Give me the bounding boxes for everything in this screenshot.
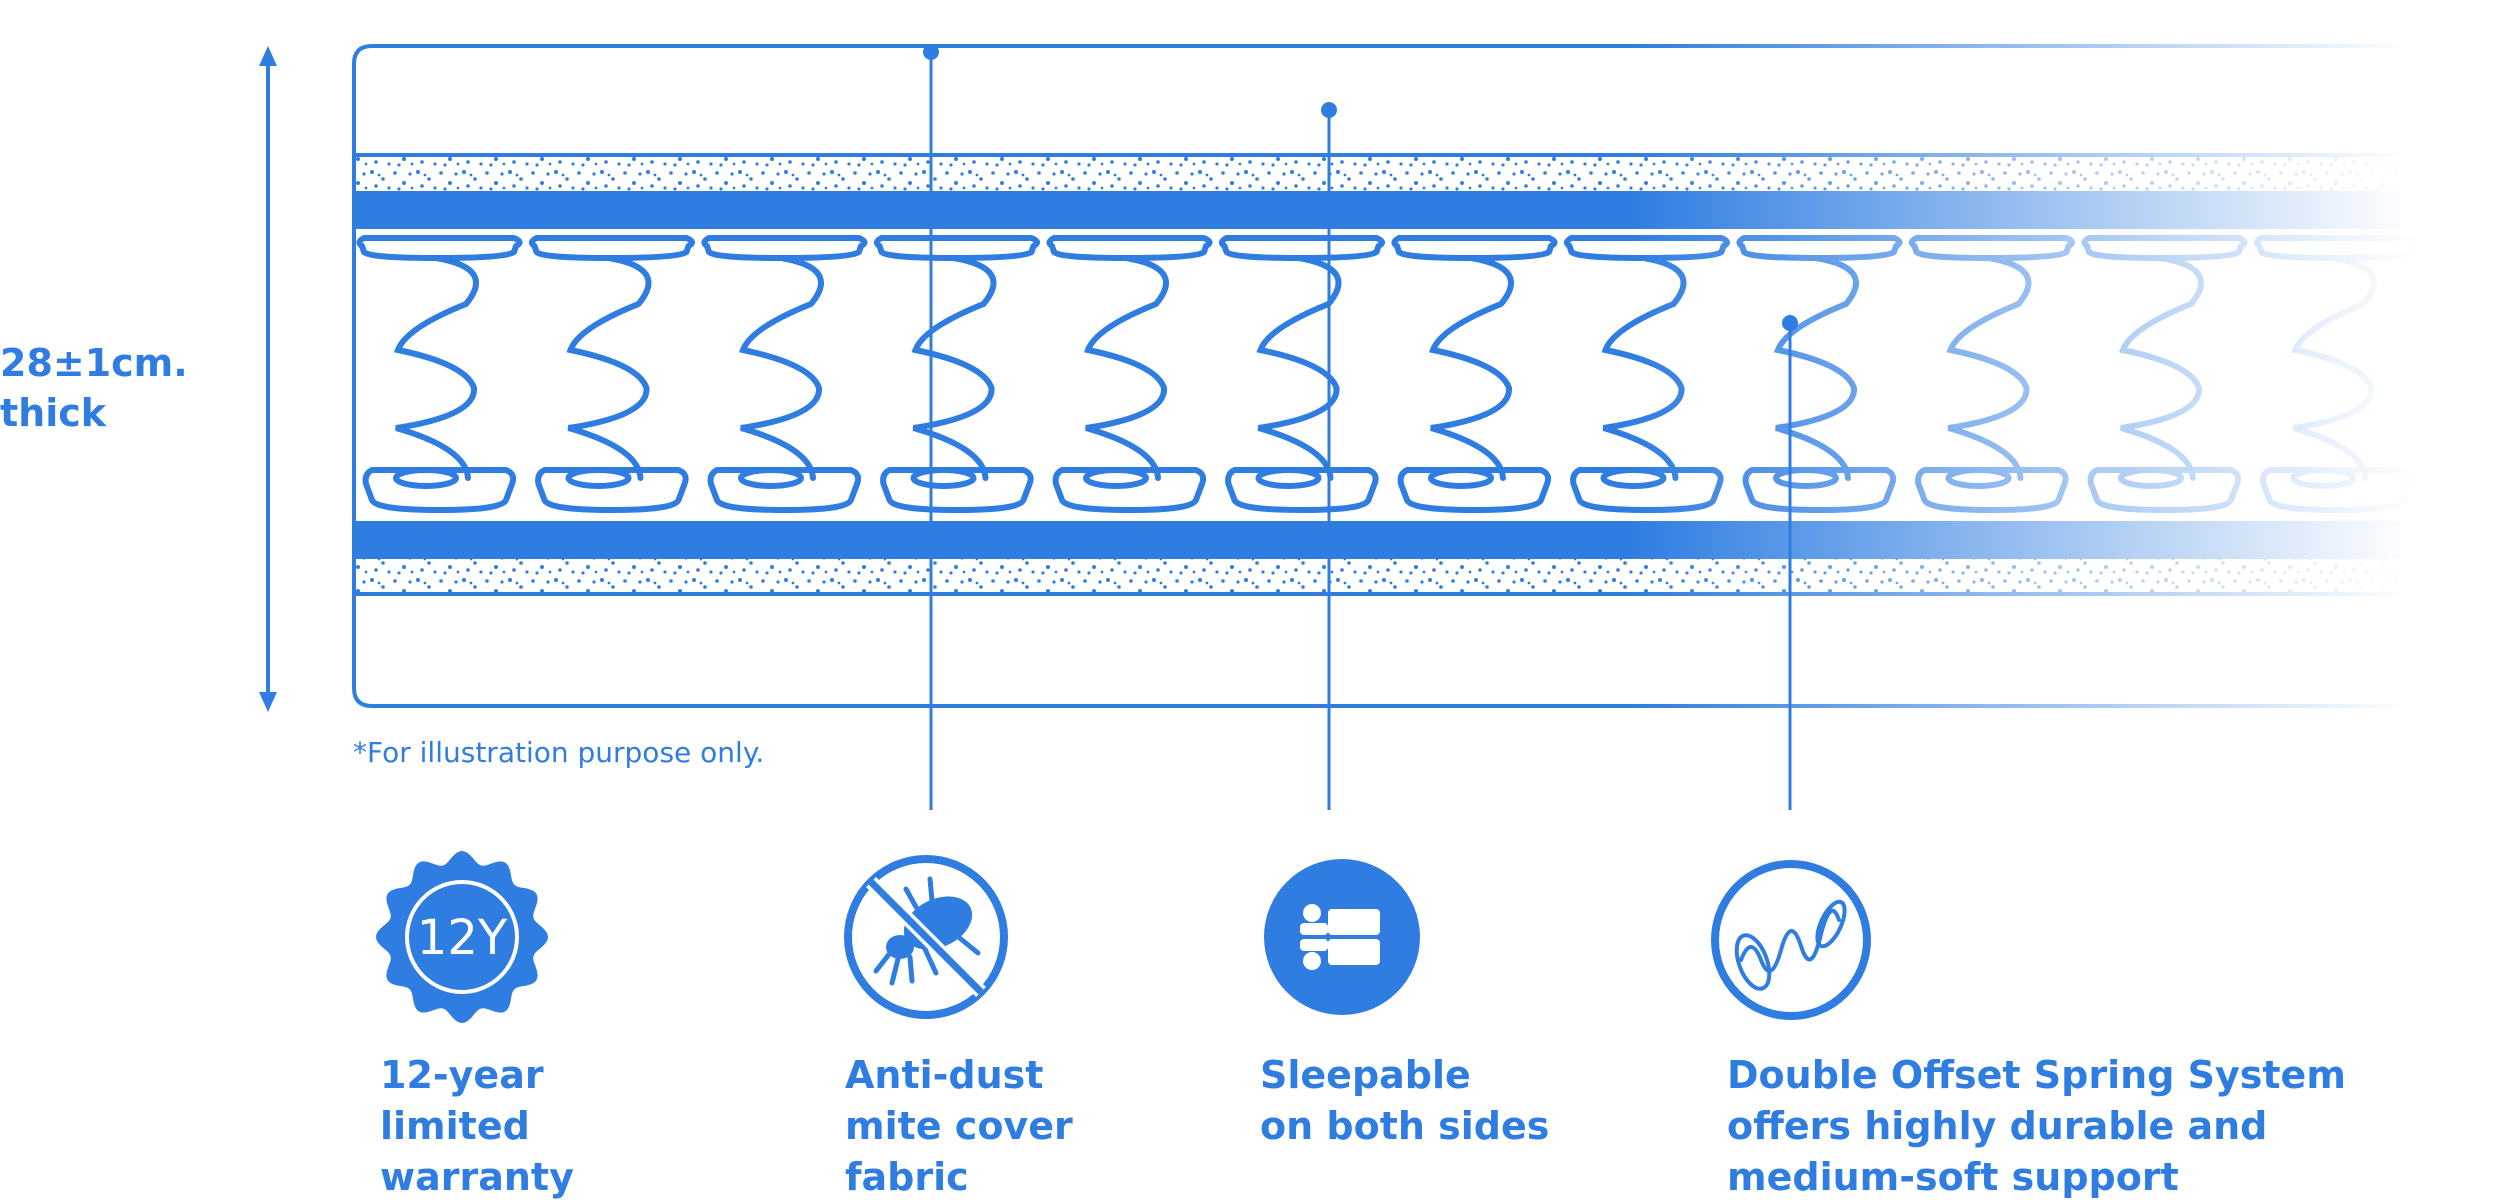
warranty-badge-icon: 12Y: [376, 851, 548, 1023]
flip-mattress-icon: [1264, 859, 1420, 1015]
thickness-arrow: [259, 46, 277, 712]
callout-spring-system: [1782, 315, 1798, 810]
thickness-label: 28±1cm. thick: [0, 341, 188, 435]
sleepable-caption: Sleepable on both sides: [1260, 1053, 1550, 1148]
anti-dust-caption: Anti-dust mite cover fabric: [845, 1053, 1073, 1199]
callout-cover-fabric: [923, 44, 939, 810]
no-dust-mite-icon: [844, 855, 1008, 1019]
spring-coil-icon: [1711, 860, 1871, 1020]
warranty-caption: 12-year limited warranty: [380, 1053, 574, 1199]
right-fade-overlay: [340, 30, 2420, 720]
callout-both-sides: [1321, 102, 1337, 810]
spring-system-caption: Double Offset Spring System offers highl…: [1727, 1053, 2346, 1199]
illustration-disclaimer: *For illustration purpose only.: [353, 736, 765, 769]
warranty-badge-text: 12Y: [417, 910, 508, 966]
